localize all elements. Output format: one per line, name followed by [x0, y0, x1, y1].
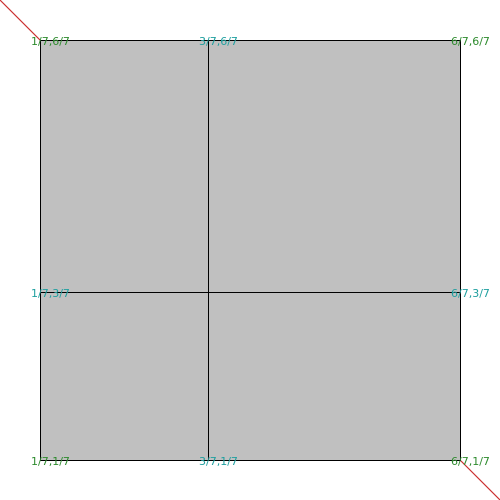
vertex-label-bottom-left: 1/7,1/7 — [31, 455, 70, 468]
vertex-label-top-mid: 3/7,6/7 — [199, 35, 238, 48]
vertex-label-top-right: 6/7,6/7 — [451, 35, 490, 48]
vertex-label-bottom-mid: 3/7,1/7 — [199, 455, 238, 468]
vertex-label-top-left: 1/7,6/7 — [31, 35, 70, 48]
vertex-label-mid-left: 1/7,3/7 — [31, 287, 70, 300]
vertex-label-bottom-right: 6/7,1/7 — [451, 455, 490, 468]
vertex-label-mid-right: 6/7,3/7 — [451, 287, 490, 300]
outer-square — [40, 40, 461, 461]
diagonal-line-overlay-br — [460, 460, 500, 500]
diagonal-line-overlay-tl — [0, 0, 41, 41]
